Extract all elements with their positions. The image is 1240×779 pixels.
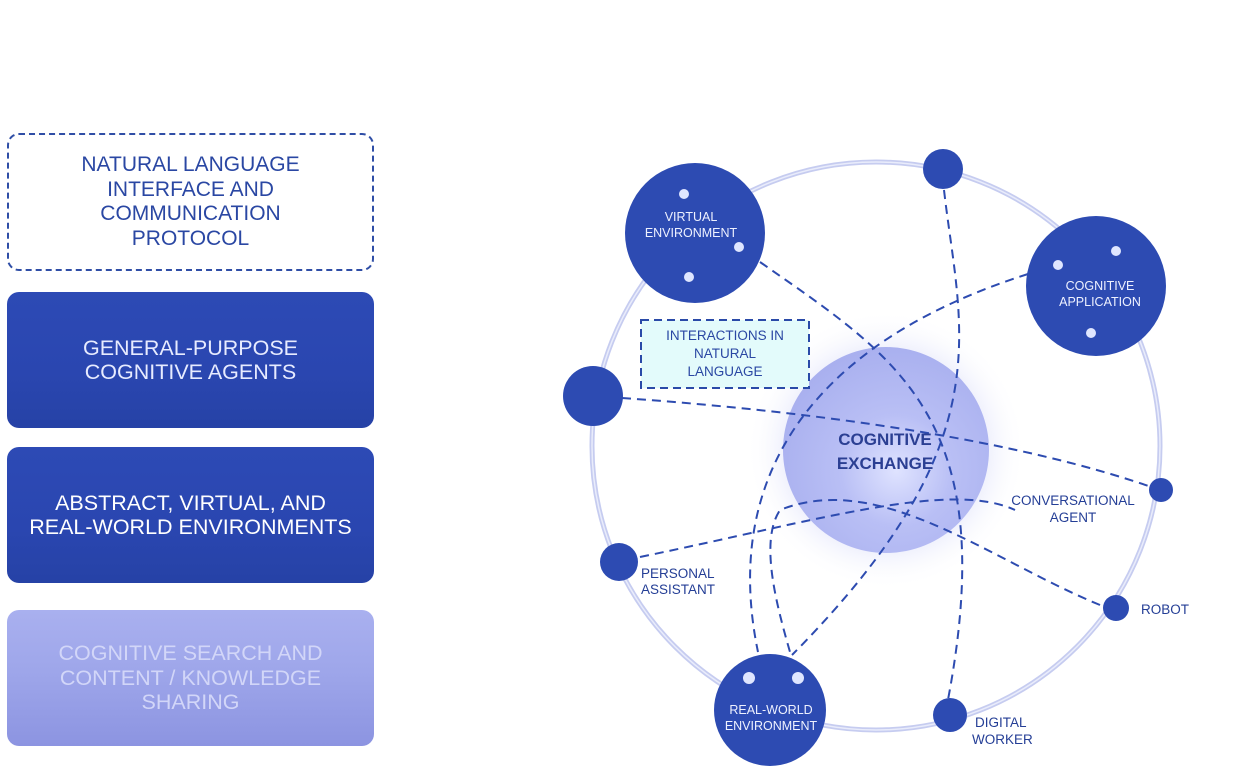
callout-line-3: LANGUAGE <box>687 364 762 379</box>
digital-worker-node <box>933 698 967 732</box>
cognitive-agents-box: GENERAL-PURPOSE COGNITIVE AGENTS <box>7 292 374 428</box>
line-virtual-to-digital <box>759 261 964 716</box>
knowledge-sharing-line-2: CONTENT / KNOWLEDGE <box>59 665 322 690</box>
virtual-environment-dot <box>734 242 744 252</box>
environments-line-1: ABSTRACT, VIRTUAL, AND <box>55 490 326 515</box>
environments-box: ABSTRACT, VIRTUAL, AND REAL-WORLD ENVIRO… <box>7 447 374 583</box>
real-world-environment-label-1: REAL-WORLD <box>729 703 812 717</box>
connection-lines <box>621 189 1161 716</box>
center-sphere <box>783 347 989 553</box>
knowledge-sharing-box: COGNITIVE SEARCH AND CONTENT / KNOWLEDGE… <box>7 610 374 746</box>
outer-ring-highlight <box>591 161 1161 731</box>
conversational-agent-node <box>1149 478 1173 502</box>
interface-protocol-line-1: NATURAL LANGUAGE <box>81 153 300 176</box>
virtual-environment-dot <box>679 189 689 199</box>
virtual-environment-node <box>625 163 765 303</box>
personal-assistant-label-1: PERSONAL <box>641 566 715 581</box>
callout-line-2: NATURAL <box>694 346 757 361</box>
top-small-node <box>923 149 963 189</box>
interactions-callout <box>640 319 810 389</box>
digital-worker-label-2: WORKER <box>972 732 1033 747</box>
personal-assistant-node <box>600 543 638 581</box>
cognitive-agents-line-2: COGNITIVE AGENTS <box>84 360 297 384</box>
cognitive-application-dot <box>1053 260 1063 270</box>
knowledge-sharing-line-3: SHARING <box>141 690 240 715</box>
knowledge-sharing-line-1: COGNITIVE SEARCH AND <box>58 641 323 666</box>
real-world-environment-dot <box>792 672 804 684</box>
virtual-environment-label-1: VIRTUAL <box>665 210 718 224</box>
digital-worker-label-1: DIGITAL <box>975 715 1027 730</box>
interface-protocol-box: NATURAL LANGUAGE INTERFACE AND COMMUNICA… <box>7 133 374 271</box>
cognitive-application-label-2: APPLICATION <box>1059 295 1141 309</box>
cognitive-application-dot <box>1111 246 1121 256</box>
cognitive-application-dot <box>1086 328 1096 338</box>
line-application-to-realworld <box>749 273 1029 653</box>
environments-line-2: REAL-WORLD ENVIRONMENTS <box>29 515 352 539</box>
center-label-line-2: EXCHANGE <box>837 454 933 473</box>
line-personal-to-conversational <box>639 498 1016 558</box>
personal-assistant-label-2: ASSISTANT <box>641 582 715 597</box>
virtual-environment-dot <box>684 272 694 282</box>
conversational-agent-label-1: CONVERSATIONAL <box>1011 493 1135 508</box>
conversational-agent-label-2: AGENT <box>1050 510 1097 525</box>
interface-protocol-line-2: INTERFACE AND <box>107 177 274 201</box>
interface-protocol-line-4: PROTOCOL <box>131 226 250 250</box>
robot-node <box>1103 595 1129 621</box>
interface-protocol-line-3: COMMUNICATION <box>100 202 281 225</box>
cognitive-application-label-1: COGNITIVE <box>1066 279 1135 293</box>
center-label-line-1: COGNITIVE <box>838 430 932 449</box>
real-world-environment-dot <box>743 672 755 684</box>
robot-label: ROBOT <box>1141 602 1189 617</box>
cognitive-application-node <box>1026 216 1166 356</box>
real-world-environment-label-2: ENVIRONMENT <box>725 719 818 733</box>
virtual-environment-label-2: ENVIRONMENT <box>645 226 738 240</box>
line-left-to-conversational <box>621 397 1161 491</box>
left-small-node <box>563 366 623 426</box>
callout-line-1: INTERACTIONS IN <box>666 328 784 343</box>
line-robot-to-realworld <box>769 499 1101 653</box>
cognitive-agents-line-1: GENERAL-PURPOSE <box>82 335 299 360</box>
